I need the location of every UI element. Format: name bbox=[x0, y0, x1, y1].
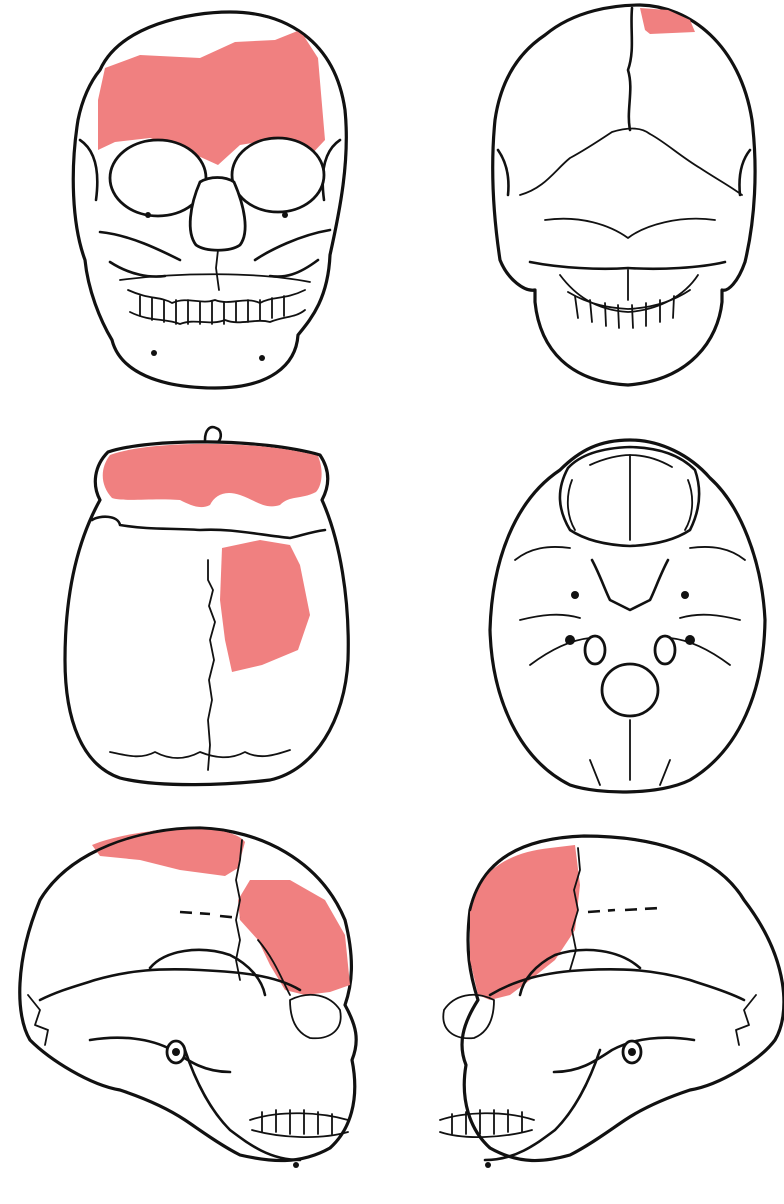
skull-inferior-view bbox=[490, 440, 765, 792]
skull-right-lateral-view bbox=[440, 836, 784, 1168]
posterior-highlight bbox=[640, 8, 695, 34]
superior-highlight-front bbox=[103, 444, 322, 507]
skull-anterior-view bbox=[73, 12, 346, 388]
skull-posterior-view bbox=[493, 5, 755, 385]
skull-left-lateral-view bbox=[20, 828, 356, 1168]
skull-superior-view bbox=[65, 427, 348, 784]
